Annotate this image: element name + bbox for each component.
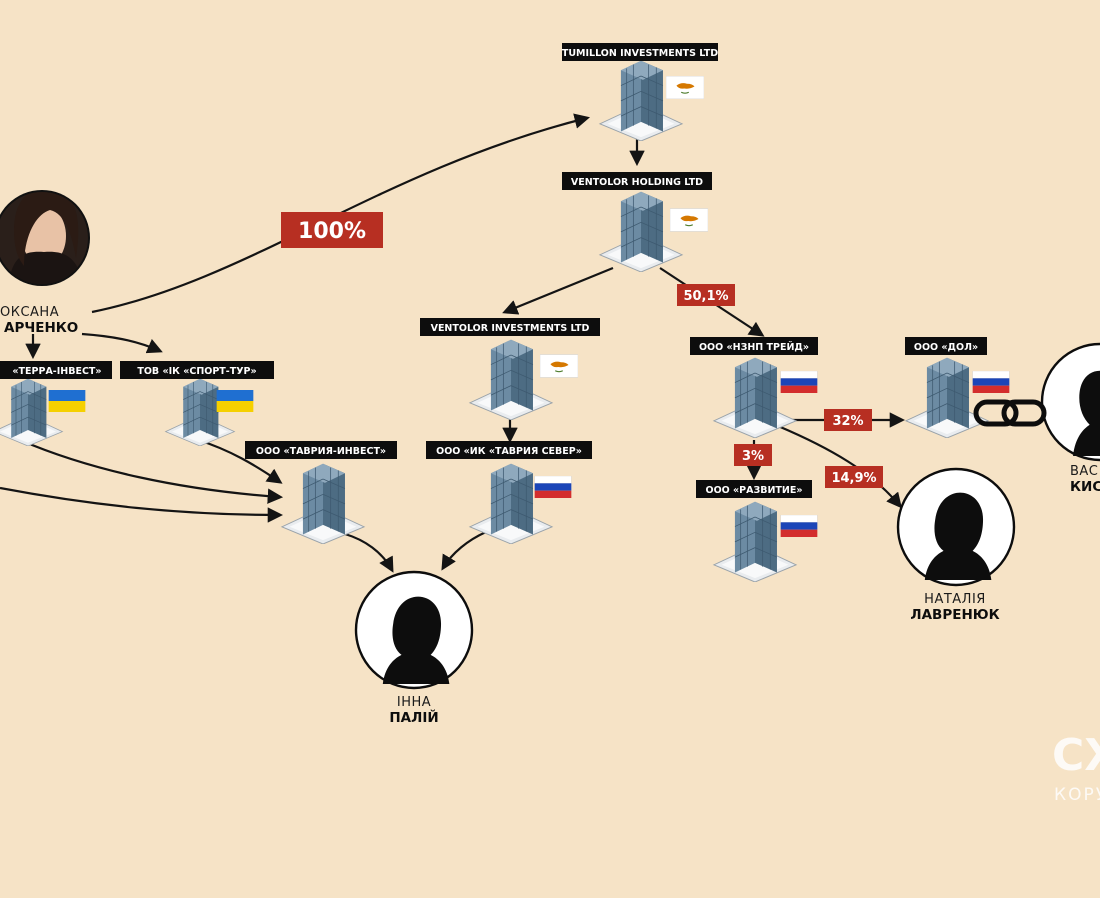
person-last-name: ЛАВРЕНЮК: [910, 607, 999, 623]
building-icon-sporttur: [165, 378, 235, 446]
label-box: [245, 441, 397, 459]
company-name: VENTOLOR HOLDING LTD: [571, 177, 703, 188]
building-icon-ventolor-investments: [469, 339, 553, 420]
company-name: ООО «ИК «ТАВРИЯ СЕВЕР»: [436, 446, 582, 457]
label-box: [690, 337, 818, 355]
badge-50-1: 50,1%: [677, 284, 735, 306]
badge-3: 3%: [734, 444, 772, 466]
arrow-left-tavria: [0, 486, 284, 523]
building-icon-nznp: [713, 357, 797, 438]
company-label-terra: «ТЕРРА-ІНВЕСТ»: [0, 361, 112, 379]
badge-value: 14,9%: [831, 471, 876, 486]
badge-box: [677, 284, 735, 306]
cyprus-flag-icon-tumillon: [666, 76, 704, 99]
label-box: [0, 361, 112, 379]
company-labels: TUMILLON INVESTMENTS LTD VENTOLOR HOLDIN…: [0, 43, 987, 498]
company-name: ООО «НЗНП ТРЕЙД»: [699, 341, 809, 353]
watermark-logo-text: СХ: [1052, 730, 1100, 781]
badge-box: [825, 466, 883, 488]
arrow-sever-inna: [441, 530, 487, 571]
badge-box: [734, 444, 772, 466]
label-box: [696, 480, 812, 498]
person-first-name: ВАС: [1070, 464, 1098, 479]
person-inna: ІННА ПАЛІЙ: [354, 570, 474, 726]
arrow-tavria-inna: [344, 532, 394, 573]
person-first-name: ІННА: [397, 695, 431, 710]
label-box: [420, 318, 600, 336]
company-name: ООО «ТАВРИЯ-ИНВЕСТ»: [256, 446, 386, 457]
cyprus-flag-icon-investments: [540, 354, 578, 378]
russia-flag-icon-nznp: [780, 371, 818, 393]
badge-value: 100%: [298, 219, 366, 244]
watermark-sub-text: КОРУ: [1054, 785, 1100, 805]
person-last-name: КИС: [1070, 479, 1100, 495]
company-label-dol: ООО «ДОЛ»: [905, 337, 987, 355]
company-name: «ТЕРРА-ІНВЕСТ»: [12, 366, 101, 377]
badge-32: 32%: [824, 409, 872, 431]
company-label-tavria-sever: ООО «ИК «ТАВРИЯ СЕВЕР»: [426, 441, 592, 459]
building-icon-dol: [905, 357, 989, 438]
person-last-name: ПАЛІЙ: [389, 709, 438, 726]
person-natalia: НАТАЛІЯ ЛАВРЕНЮК: [896, 467, 1016, 623]
percentage-badges: 100% 50,1% 32% 3% 14,9%: [281, 212, 883, 488]
company-label-tavria-invest: ООО «ТАВРИЯ-ИНВЕСТ»: [245, 441, 397, 459]
building-icon-razvitie: [713, 501, 797, 582]
company-name: ООО «ДОЛ»: [914, 342, 978, 353]
person-oksana: ОКСАНА АРЧЕНКО: [0, 190, 90, 336]
ukraine-flag-icon-terra: [48, 390, 86, 412]
badge-100: 100%: [281, 212, 383, 248]
label-box: [120, 361, 274, 379]
badge-value: 3%: [742, 449, 764, 464]
company-label-tumillon: TUMILLON INVESTMENTS LTD: [562, 43, 718, 61]
chain-link-icon: [973, 399, 1047, 427]
building-icon-tavria-invest: [281, 463, 365, 544]
badge-value: 50,1%: [683, 289, 728, 304]
badge-box: [824, 409, 872, 431]
russia-flag-icon-sever: [534, 476, 572, 498]
ukraine-flag-icon-sporttur: [216, 390, 254, 412]
person-vasyl: ВАС КИС: [1040, 342, 1100, 495]
label-box: [562, 43, 718, 61]
company-label-sporttur: ТОВ «ІК «СПОРТ-ТУР»: [120, 361, 274, 379]
person-first-name: ОКСАНА: [0, 305, 59, 320]
label-box: [426, 441, 592, 459]
label-box: [905, 337, 987, 355]
company-label-ventolor-investments: VENTOLOR INVESTMENTS LTD: [420, 318, 600, 336]
arrow-terra-tavria: [19, 438, 284, 504]
building-icon-tavria-sever: [469, 463, 553, 544]
company-label-razvitie: ООО «РАЗВИТИЕ»: [696, 480, 812, 498]
label-box: [562, 172, 712, 190]
building-icon-terra: [0, 378, 63, 446]
person-first-name: НАТАЛІЯ: [924, 592, 986, 607]
company-name: ООО «РАЗВИТИЕ»: [706, 485, 803, 496]
company-label-ventolor-holding: VENTOLOR HOLDING LTD: [562, 172, 712, 190]
arrow-oksana-sporttur: [81, 332, 163, 354]
company-name: TUMILLON INVESTMENTS LTD: [562, 48, 718, 59]
arrow-holding-investments: [502, 266, 614, 315]
company-name: ТОВ «ІК «СПОРТ-ТУР»: [137, 366, 256, 377]
cyprus-flag-icon-holding: [670, 208, 708, 232]
badge-14-9: 14,9%: [825, 466, 883, 488]
russia-flag-icon-razvitie: [780, 515, 818, 537]
russia-flag-icon-dol: [972, 371, 1010, 393]
avatar-photo: [0, 192, 88, 284]
arrow-nznp-natalia: [777, 424, 902, 509]
building-icon-ventolor-holding: [599, 191, 683, 272]
badge-value: 32%: [832, 414, 863, 429]
company-label-nznp: ООО «НЗНП ТРЕЙД»: [690, 337, 818, 355]
watermark-logo: СХ КОРУ: [1052, 730, 1100, 805]
person-last-name: АРЧЕНКО: [4, 320, 78, 336]
building-icon-tumillon: [599, 60, 683, 141]
company-name: VENTOLOR INVESTMENTS LTD: [431, 323, 590, 334]
badge-box: [281, 212, 383, 248]
